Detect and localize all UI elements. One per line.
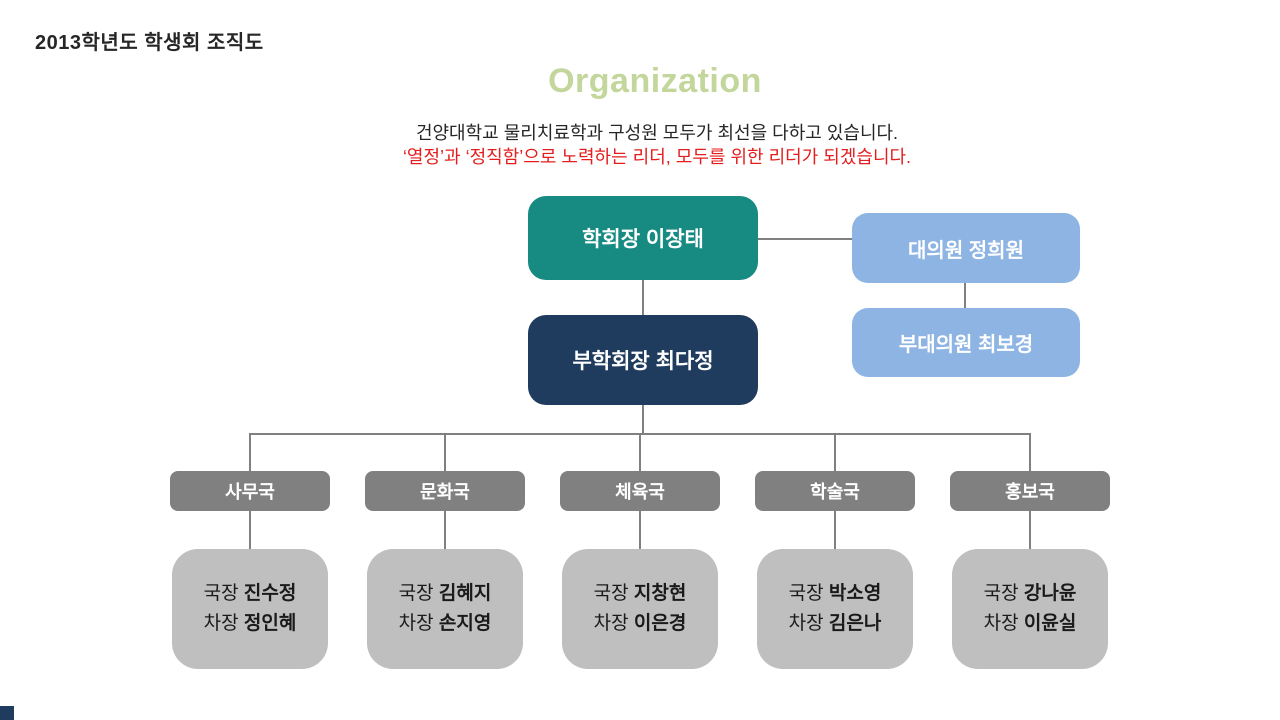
member-role: 국장 [983, 583, 1019, 604]
corner-accent-square [0, 706, 14, 720]
connector-stub-members-5 [1029, 511, 1031, 549]
member-head: 국장 강나윤 [984, 579, 1077, 609]
member-head: 국장 지창현 [594, 579, 687, 609]
member-name: 정인혜 [243, 613, 297, 634]
node-vice-president: 부학회장 최다정 [528, 315, 758, 405]
slide-title: 2013학년도 학생회 조직도 [35, 32, 264, 54]
intro-line-2: ‘열정’과 ‘정직함’으로 노력하는 리더, 모두를 위한 리더가 되겠습니다. [402, 147, 912, 167]
node-deputy-delegate: 부대의원 최보경 [852, 308, 1080, 377]
member-deputy: 차장 김은나 [789, 609, 882, 639]
member-role: 차장 [983, 613, 1019, 634]
member-deputy: 차장 정인혜 [204, 609, 297, 639]
node-president: 학회장 이장태 [528, 196, 758, 280]
member-name: 진수정 [243, 583, 297, 604]
node-delegate: 대의원 정희원 [852, 213, 1080, 283]
member-deputy: 차장 손지영 [399, 609, 492, 639]
connector-president-delegate [757, 238, 852, 240]
member-name: 강나윤 [1023, 583, 1077, 604]
connector-drop-dept-3 [639, 433, 641, 471]
connector-drop-dept-5 [1029, 433, 1031, 471]
member-name: 박소영 [828, 583, 882, 604]
page-title: Organization [548, 62, 762, 100]
dept-header-hongboguk: 홍보국 [950, 471, 1110, 511]
dept-members-hongboguk: 국장 강나윤 차장 이윤실 [952, 549, 1108, 669]
dept-header-munhwaguk: 문화국 [365, 471, 525, 511]
dept-header-haksulguk: 학술국 [755, 471, 915, 511]
connector-drop-dept-4 [834, 433, 836, 471]
member-deputy: 차장 이은경 [594, 609, 687, 639]
member-name: 김혜지 [438, 583, 492, 604]
member-name: 김은나 [828, 613, 882, 634]
dept-members-munhwaguk: 국장 김혜지 차장 손지영 [367, 549, 523, 669]
member-name: 지창현 [633, 583, 687, 604]
connector-stub-members-2 [444, 511, 446, 549]
dept-header-cheyukguk: 체육국 [560, 471, 720, 511]
dept-members-samuguk: 국장 진수정 차장 정인혜 [172, 549, 328, 669]
intro-line-1: 건양대학교 물리치료학과 구성원 모두가 최선을 다하고 있습니다. [415, 123, 899, 143]
dept-members-cheyukguk: 국장 지창현 차장 이은경 [562, 549, 718, 669]
connector-drop-dept-2 [444, 433, 446, 471]
connector-president-vicepresident [642, 280, 644, 315]
connector-stub-members-4 [834, 511, 836, 549]
member-head: 국장 김혜지 [399, 579, 492, 609]
member-head: 국장 진수정 [204, 579, 297, 609]
dept-members-haksulguk: 국장 박소영 차장 김은나 [757, 549, 913, 669]
member-head: 국장 박소영 [789, 579, 882, 609]
member-role: 국장 [788, 583, 824, 604]
connector-delegate-deputydelegate [964, 283, 966, 308]
member-role: 차장 [593, 613, 629, 634]
member-deputy: 차장 이윤실 [984, 609, 1077, 639]
connector-vicepresident-bus [642, 405, 644, 435]
connector-drop-dept-1 [249, 433, 251, 471]
member-name: 이윤실 [1023, 613, 1077, 634]
connector-stub-members-3 [639, 511, 641, 549]
member-role: 차장 [788, 613, 824, 634]
member-name: 손지영 [438, 613, 492, 634]
member-role: 국장 [203, 583, 239, 604]
member-name: 이은경 [633, 613, 687, 634]
member-role: 차장 [398, 613, 434, 634]
dept-header-samuguk: 사무국 [170, 471, 330, 511]
member-role: 국장 [593, 583, 629, 604]
member-role: 차장 [203, 613, 239, 634]
member-role: 국장 [398, 583, 434, 604]
connector-stub-members-1 [249, 511, 251, 549]
